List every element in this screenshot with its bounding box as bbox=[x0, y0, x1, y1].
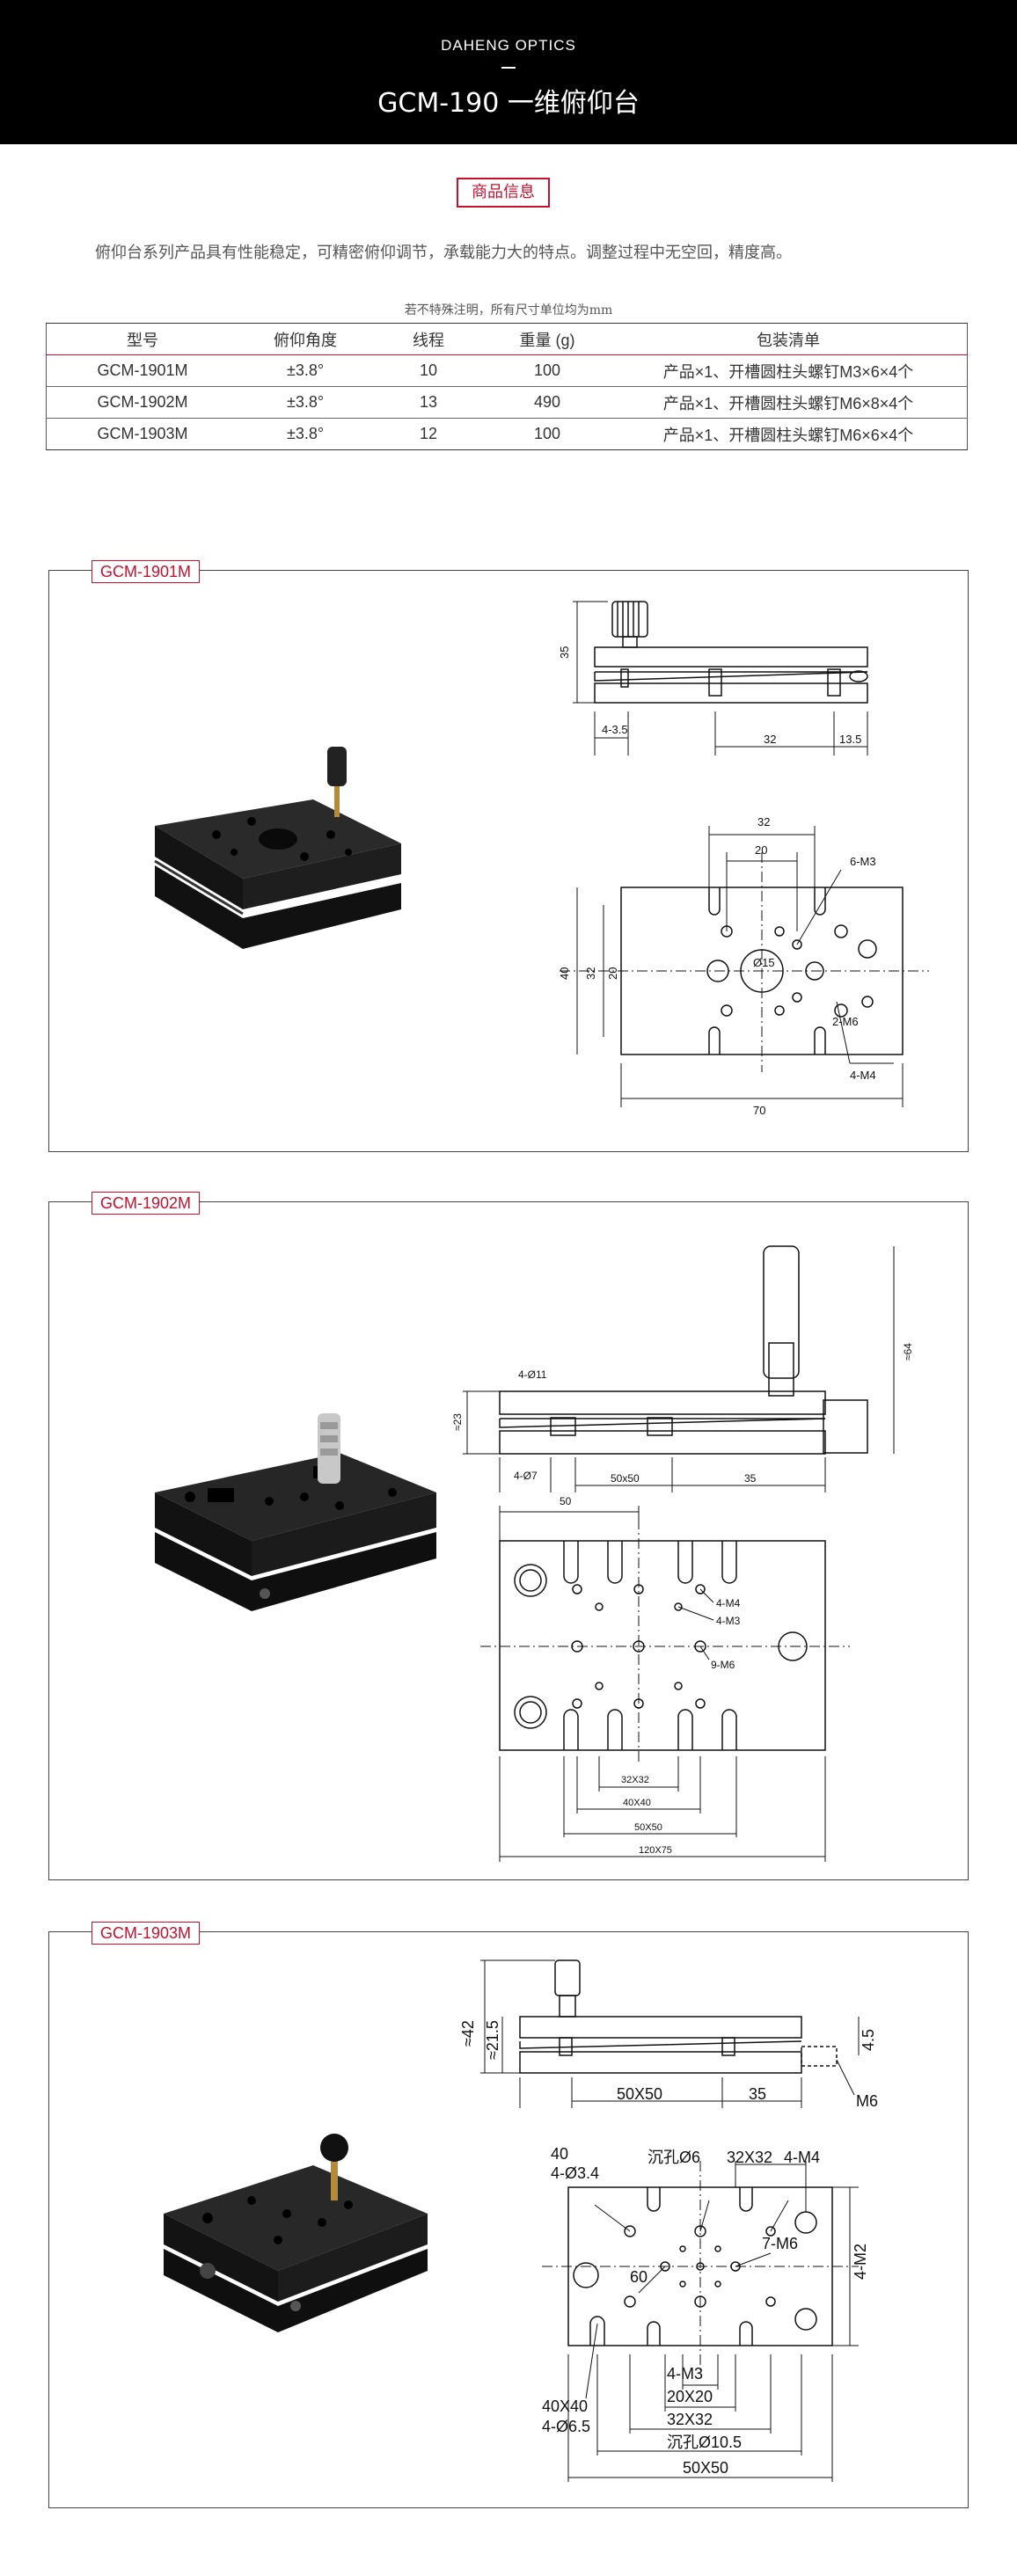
brand-name: DAHENG OPTICS bbox=[441, 37, 576, 54]
dim-label: 20 bbox=[755, 843, 767, 857]
table-cell: GCM-1901M bbox=[46, 354, 239, 387]
dim-label: 20 bbox=[606, 967, 619, 980]
dim-label: 70 bbox=[753, 1104, 765, 1117]
dim-label: 9-M6 bbox=[711, 1659, 735, 1671]
dim-label: ≈23 bbox=[451, 1413, 464, 1431]
table-cell: 10 bbox=[371, 354, 486, 387]
table-cell: 100 bbox=[486, 418, 609, 450]
top-view-drawing: 50 4-M4 4-M3 9-M6 32X32 40X40 50X50 120X… bbox=[480, 1495, 850, 1862]
col-header: 线程 bbox=[371, 323, 486, 355]
side-view-drawing: ≈42 ≈21.5 4.5 50X50 35 M6 bbox=[459, 1959, 878, 2110]
dim-label: 32 bbox=[757, 815, 770, 828]
dim-label: 4.5 bbox=[860, 2029, 877, 2051]
product-photo bbox=[164, 2134, 428, 2332]
col-header: 重量 (g) bbox=[486, 323, 609, 355]
dim-label: 40X40 bbox=[623, 1798, 651, 1808]
dim-label: 35 bbox=[558, 646, 571, 659]
dim-label: 60 bbox=[630, 2268, 648, 2286]
dim-label: 50 bbox=[560, 1495, 572, 1507]
table-cell: 产品×1、开槽圆柱头螺钉M6×8×4个 bbox=[609, 386, 968, 419]
dim-label: ≈42 bbox=[459, 2020, 477, 2047]
dim-label: 40 bbox=[558, 967, 571, 980]
dim-label: 2-M6 bbox=[832, 1015, 859, 1028]
dim-label: 32X32 bbox=[727, 2149, 772, 2166]
dim-label: 13.5 bbox=[839, 733, 861, 746]
dim-label: Ø15 bbox=[753, 956, 775, 969]
table-row: GCM-1902M ±3.8° 13 490 产品×1、开槽圆柱头螺钉M6×8×… bbox=[46, 386, 968, 419]
table-row: GCM-1901M ±3.8° 10 100 产品×1、开槽圆柱头螺钉M3×6×… bbox=[46, 354, 968, 387]
dim-label: 4-Ø6.5 bbox=[542, 2418, 590, 2435]
spec-table: 型号 俯仰角度 线程 重量 (g) 包装清单 GCM-1901M ±3.8° 1… bbox=[46, 323, 968, 450]
table-cell: 产品×1、开槽圆柱头螺钉M3×6×4个 bbox=[609, 354, 968, 387]
dim-label: 40 bbox=[551, 2145, 568, 2163]
table-cell: GCM-1902M bbox=[46, 386, 239, 419]
col-header: 包装清单 bbox=[609, 323, 968, 355]
section-tag: GCM-1902M bbox=[91, 1192, 201, 1215]
col-header: 型号 bbox=[46, 323, 239, 355]
dim-label: 32 bbox=[584, 967, 597, 980]
dim-label: 4-M4 bbox=[784, 2149, 820, 2166]
dim-label: ≈21.5 bbox=[484, 2020, 501, 2060]
product-photo bbox=[154, 747, 401, 949]
product-photo bbox=[155, 1413, 436, 1611]
top-view-drawing: 40 4-Ø3.4 沉孔Ø6 32X32 4-M4 7-M6 4-M2 60 4… bbox=[542, 2145, 869, 2482]
side-view-drawing: 4-Ø11 ≈23 ≈64 4-Ø7 50x50 35 bbox=[451, 1245, 914, 1492]
dim-label: 4-M3 bbox=[716, 1615, 741, 1627]
dim-label: 4-Ø11 bbox=[518, 1368, 547, 1381]
dim-label: 50X50 bbox=[634, 1822, 662, 1833]
table-header-row: 型号 俯仰角度 线程 重量 (g) 包装清单 bbox=[46, 323, 968, 355]
table-row: GCM-1903M ±3.8° 12 100 产品×1、开槽圆柱头螺钉M6×6×… bbox=[46, 418, 968, 450]
dim-label: 4-M4 bbox=[716, 1597, 741, 1609]
page-title: GCM-190 一维俯仰台 bbox=[377, 88, 640, 119]
dim-label: 4-M2 bbox=[852, 2244, 869, 2280]
units-note: 若不特殊注明，所有尺寸单位均为mm bbox=[404, 303, 613, 317]
dim-label: 4-Ø3.4 bbox=[551, 2164, 599, 2182]
product-description: 俯仰台系列产品具有性能稳定，可精密俯仰调节，承载能力大的特点。调整过程中无空回，… bbox=[95, 244, 792, 262]
table-cell: 13 bbox=[371, 386, 486, 419]
dim-label: 120X75 bbox=[639, 1845, 672, 1856]
table-cell: 产品×1、开槽圆柱头螺钉M6×6×4个 bbox=[609, 418, 968, 450]
side-view-drawing: 35 4-3.5 32 13.5 bbox=[558, 601, 868, 755]
dim-label: 20X20 bbox=[667, 2388, 713, 2405]
section-tag: GCM-1903M bbox=[91, 1922, 201, 1945]
table-cell: GCM-1903M bbox=[46, 418, 239, 450]
dim-label: 32X32 bbox=[621, 1775, 649, 1785]
product-info-tag: 商品信息 bbox=[457, 178, 550, 208]
table-cell: ±3.8° bbox=[239, 386, 371, 419]
table-cell: ±3.8° bbox=[239, 418, 371, 450]
dim-label: 4-3.5 bbox=[602, 723, 628, 736]
top-view-drawing: 32 20 6-M3 40 32 20 Ø15 2-M6 4-M4 70 bbox=[558, 815, 929, 1117]
section-tag: GCM-1901M bbox=[91, 560, 201, 583]
dim-label: 4-M3 bbox=[667, 2365, 703, 2383]
dim-label: 50X50 bbox=[683, 2459, 728, 2477]
dim-label: 沉孔Ø10.5 bbox=[667, 2434, 742, 2451]
dim-label: 沉孔Ø6 bbox=[648, 2149, 700, 2166]
section-gcm-1901m: GCM-1901M bbox=[48, 560, 969, 1152]
header-banner: DAHENG OPTICS GCM-190 一维俯仰台 bbox=[0, 0, 1017, 144]
dim-label: ≈64 bbox=[902, 1343, 914, 1361]
table-cell: ±3.8° bbox=[239, 354, 371, 387]
dim-label: 50x50 bbox=[611, 1472, 640, 1485]
table-cell: 100 bbox=[486, 354, 609, 387]
dim-label: 35 bbox=[744, 1472, 757, 1485]
dim-label: 35 bbox=[749, 2085, 766, 2103]
dim-label: 7-M6 bbox=[762, 2235, 798, 2252]
dim-label: 6-M3 bbox=[850, 855, 876, 868]
dim-label: 32 bbox=[764, 733, 776, 746]
table-cell: 490 bbox=[486, 386, 609, 419]
dim-label: 32X32 bbox=[667, 2411, 713, 2428]
dim-label: 40X40 bbox=[542, 2397, 588, 2415]
section-gcm-1902m: GCM-1902M bbox=[48, 1192, 969, 1880]
dim-label: 50X50 bbox=[617, 2085, 662, 2103]
section-gcm-1903m: GCM-1903M bbox=[48, 1922, 969, 2508]
brand-divider bbox=[501, 67, 516, 69]
table-cell: 12 bbox=[371, 418, 486, 450]
dim-label: 4-M4 bbox=[850, 1069, 876, 1082]
dim-label: 4-Ø7 bbox=[514, 1470, 538, 1482]
dim-label: M6 bbox=[856, 2092, 878, 2110]
col-header: 俯仰角度 bbox=[239, 323, 371, 355]
